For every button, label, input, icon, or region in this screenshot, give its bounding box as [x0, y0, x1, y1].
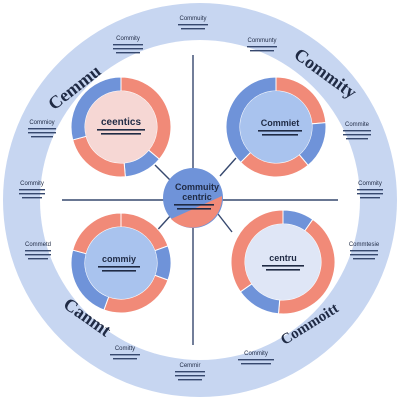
donut-tr-center [240, 91, 312, 163]
connector-top-right [219, 157, 237, 177]
note-mid-left-upper-title: Commioy [29, 120, 54, 126]
donut-bl-segment-2 [154, 245, 172, 281]
hub-rule-2 [177, 208, 211, 210]
note-mid-right-line-3 [360, 197, 380, 199]
note-bottom-left-line-1 [110, 354, 140, 356]
quadrant-rule-bottom-left-2 [102, 270, 136, 272]
note-top-right-title: Communty [247, 38, 276, 44]
note-upper-right-title: Commite [345, 122, 370, 128]
note-lower-left-line-2 [25, 254, 51, 256]
donut-bottom-right [230, 209, 336, 315]
hub-label-line2: centric [182, 192, 212, 202]
note-lower-right: Commtesie [349, 242, 380, 260]
note-top-right-line-2 [250, 50, 274, 52]
note-mid-left-line-1 [19, 189, 45, 191]
note-mid-right-line-1 [357, 189, 383, 191]
quadrant-rule-bottom-right-1 [262, 265, 304, 267]
note-top-title: Commuity [179, 16, 206, 22]
note-lower-right-line-1 [350, 250, 378, 252]
donut-bottom-left [70, 212, 172, 314]
quadrant-label-bottom-left: commiy [102, 254, 136, 264]
note-mid-left-upper-line-3 [31, 136, 53, 138]
connector-bottom-right [217, 213, 233, 233]
note-top-left-line-3 [116, 52, 140, 54]
donut-top-right [225, 76, 327, 178]
note-bottom-right-line-2 [241, 363, 271, 365]
note-lower-right-line-2 [350, 254, 378, 256]
quadrant-rule-bottom-right-2 [266, 269, 300, 271]
donut-br-segment-4 [230, 209, 284, 293]
donut-top-left [70, 76, 172, 178]
hub-rule-1 [174, 204, 214, 206]
hub-label-line1: Commuity [175, 182, 219, 192]
note-top-right: Communty [247, 38, 277, 52]
note-bottom-left-line-2 [113, 358, 137, 360]
note-bottom-center-line-1 [175, 371, 205, 373]
note-bottom-center-line-2 [175, 375, 205, 377]
note-lower-left: Commetd [25, 242, 51, 260]
note-bottom-left: Comitty [110, 346, 140, 360]
note-top-left-line-2 [113, 48, 143, 50]
note-mid-right: Commity [357, 181, 383, 199]
note-mid-left-title: Commity [20, 181, 44, 187]
note-mid-left-line-2 [19, 193, 45, 195]
note-upper-right-line-2 [343, 134, 371, 136]
note-upper-right: Commite [343, 122, 371, 140]
note-lower-right-line-3 [353, 258, 375, 260]
note-top-line-2 [181, 28, 205, 30]
note-mid-right-title: Commity [358, 181, 382, 187]
note-bottom-right: Commity [238, 351, 274, 365]
note-mid-left-upper-line-1 [28, 128, 56, 130]
note-top-left-title: Commity [116, 36, 140, 42]
note-lower-left-line-1 [25, 250, 51, 252]
quadrant-rule-top-left-2 [101, 133, 141, 135]
note-bottom-right-title: Commity [244, 351, 268, 357]
note-lower-left-line-3 [28, 258, 48, 260]
quadrant-rule-top-left-1 [97, 129, 145, 131]
note-top-left: Commity [113, 36, 143, 54]
quadrant-rule-top-right-2 [262, 134, 298, 136]
quadrant-rule-top-right-1 [258, 130, 302, 132]
note-bottom-center-line-3 [178, 379, 202, 381]
donut-tl-center [85, 91, 157, 163]
note-bottom-center: Cemmir [175, 363, 205, 381]
hub-disc-salmon [171, 196, 223, 228]
note-top-line-1 [178, 24, 208, 26]
note-top-left-line-1 [113, 44, 143, 46]
center-hub: Commuity centric [163, 168, 223, 228]
donut-bl-center [85, 227, 157, 299]
note-upper-right-line-3 [346, 138, 368, 140]
donut-br-center [245, 224, 321, 300]
note-top: Commuity [178, 16, 208, 30]
note-mid-left-line-3 [22, 197, 42, 199]
note-mid-left-upper: Commioy [28, 120, 56, 138]
note-bottom-right-line-1 [238, 359, 274, 361]
note-bottom-left-title: Comitty [115, 346, 135, 352]
quadrant-rule-bottom-left-1 [98, 266, 140, 268]
quadrant-label-top-left: ceentics [101, 117, 141, 128]
quadrant-label-bottom-right: centru [269, 253, 297, 263]
connector-top-left [154, 164, 173, 183]
note-mid-left-upper-line-2 [28, 132, 56, 134]
note-top-right-line-1 [247, 46, 277, 48]
note-lower-right-title: Commtesie [349, 242, 380, 248]
note-mid-right-line-2 [357, 193, 383, 195]
note-mid-left: Commity [19, 181, 45, 199]
note-lower-left-title: Commetd [25, 242, 51, 248]
note-upper-right-line-1 [343, 130, 371, 132]
quadrant-label-top-right: Commiet [261, 118, 300, 128]
note-bottom-center-title: Cemmir [180, 363, 201, 369]
